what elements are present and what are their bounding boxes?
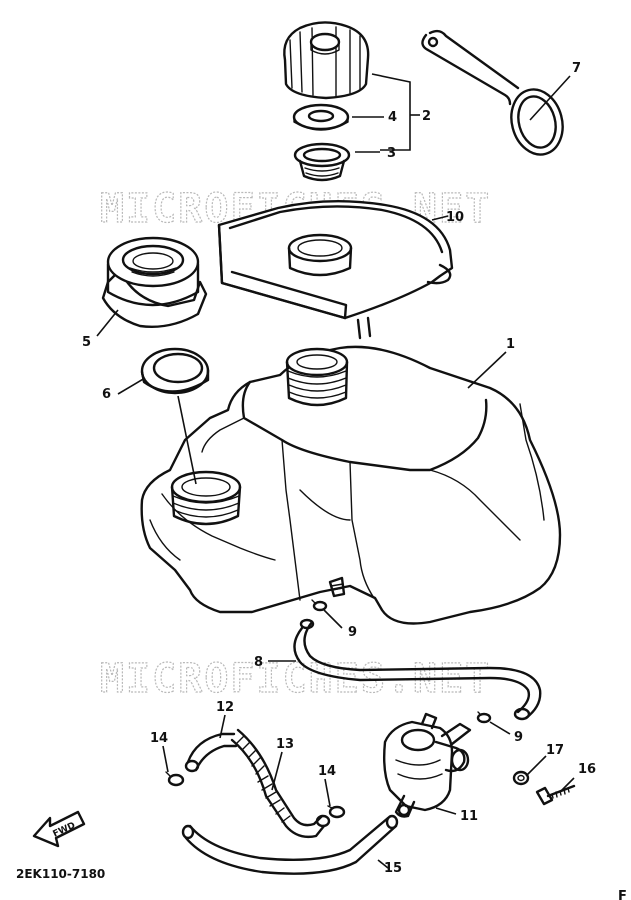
part-code: 2EK110-7180 (16, 867, 105, 881)
washer-hole (517, 774, 525, 782)
callout-5: 5 (82, 335, 91, 350)
callout-12: 12 (216, 700, 234, 715)
callout-2: 2 (422, 109, 431, 124)
callout-16: 16 (578, 762, 596, 777)
fuel-cock-part (382, 712, 472, 818)
filler-neck-part (293, 142, 351, 182)
hose-clip-part-lower (165, 771, 346, 819)
fuel-hose-part (184, 732, 238, 773)
vent-hose-part (293, 618, 542, 721)
cap-gasket-part (292, 103, 350, 131)
callout-3: 3 (387, 146, 396, 161)
callout-6: 6 (102, 387, 111, 402)
callout-7: 7 (572, 61, 581, 76)
protector-spring-part (230, 728, 331, 839)
callout-13: 13 (276, 737, 294, 752)
callout-15: 15 (384, 861, 402, 876)
forward-arrow-icon: FWD (32, 810, 86, 848)
washer-part (512, 770, 530, 786)
callout-14-left: 14 (150, 731, 168, 746)
leader-lines (96, 73, 575, 869)
callout-1: 1 (506, 337, 515, 352)
callout-8: 8 (254, 655, 263, 670)
screw-part (535, 784, 576, 806)
callout-10: 10 (446, 210, 464, 225)
callout-9-lower: 9 (514, 730, 523, 745)
callout-17: 17 (546, 743, 564, 758)
callout-9-upper: 9 (348, 625, 357, 640)
callout-14-right: 14 (318, 764, 336, 779)
hose-clip-part-upper (311, 599, 492, 724)
seal-ring-part (140, 347, 210, 395)
fuel-tank-part (140, 345, 562, 625)
callout-4: 4 (388, 110, 397, 125)
callout-11: 11 (460, 809, 478, 824)
fuel-cap-part (283, 21, 370, 100)
cap-strap-part (421, 29, 564, 156)
tank-cap-part (101, 236, 208, 328)
corner-mark: F (618, 889, 627, 900)
tray-cover-part (217, 199, 454, 340)
long-fuel-hose-part (181, 814, 399, 875)
